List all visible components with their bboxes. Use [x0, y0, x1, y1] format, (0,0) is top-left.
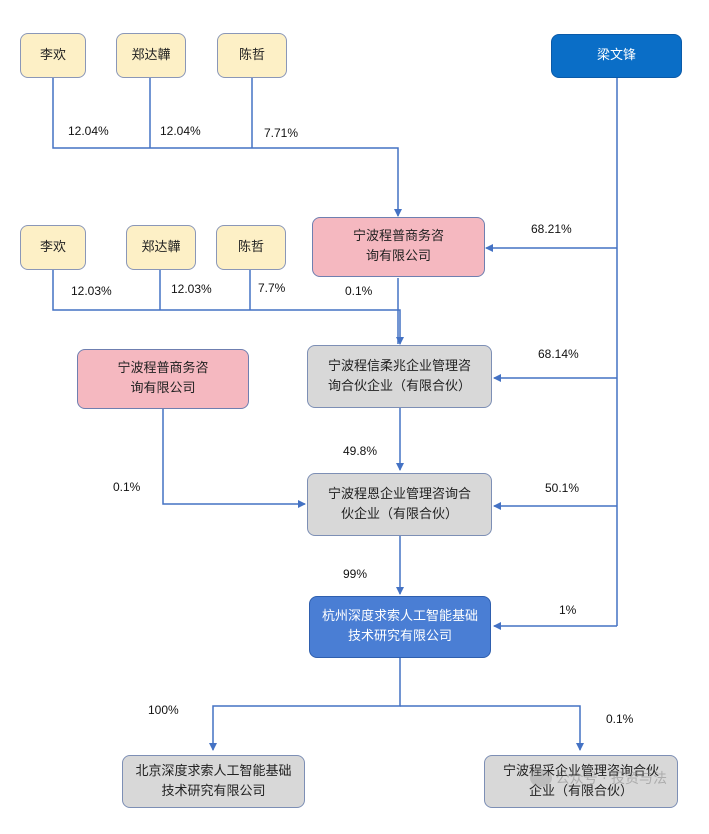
node-liang-wenfeng: 梁文锋 — [551, 34, 682, 78]
node-mid-zheng-da-han: 郑达韡 — [126, 225, 196, 270]
wechat-icon — [529, 769, 552, 787]
node-mid-chen-zhe: 陈哲 — [216, 225, 286, 270]
node-beijing: 北京深度求索人工智能基础技术研究有限公司 — [122, 755, 305, 808]
pct-liang-chengen: 50.1% — [545, 481, 580, 495]
line-hangzhou-split — [209, 658, 401, 751]
pct-top-chen: 7.71% — [264, 126, 299, 140]
node-top-li-huan: 李欢 — [20, 33, 86, 78]
node-mid-li-huan: 李欢 — [20, 225, 86, 270]
watermark-text: 公众号 · 投资与法 — [555, 771, 667, 787]
pct-top-zheng: 12.04% — [160, 124, 201, 138]
pct-liang-hangzhou: 1% — [559, 603, 577, 617]
line-mid-li — [52, 268, 404, 345]
pct-chengpu-chengxin: 0.1% — [345, 284, 373, 298]
pct-chengxin-chengen: 49.8% — [343, 444, 378, 458]
node-top-zheng-da-han: 郑达韡 — [116, 33, 186, 78]
pct-top-li: 12.04% — [68, 124, 109, 138]
node-top-chen-zhe: 陈哲 — [217, 33, 287, 78]
line-chengpu-left-chengen — [162, 408, 306, 508]
pct-liang-chengpu: 68.21% — [531, 222, 572, 236]
pct-mid-li: 12.03% — [71, 284, 112, 298]
pct-mid-chen: 7.7% — [258, 281, 286, 295]
pct-hangzhou-beijing: 100% — [148, 703, 179, 717]
pct-mid-zheng: 12.03% — [171, 282, 212, 296]
pct-chengen-hangzhou: 99% — [343, 567, 368, 581]
node-chengxin: 宁波程信柔兆企业管理咨询合伙企业（有限合伙） — [307, 345, 492, 408]
line-hangzhou-chengcai — [400, 705, 584, 751]
pct-chengpu-chengen: 0.1% — [113, 480, 141, 494]
node-chengpu-left: 宁波程普商务咨询有限公司 — [77, 349, 249, 409]
node-chengpu-top: 宁波程普商务咨询有限公司 — [312, 217, 485, 277]
node-chengcai: 宁波程采企业管理咨询合伙企业（有限合伙） — [484, 755, 678, 808]
pct-liang-chengxin: 68.14% — [538, 347, 579, 361]
node-chengen: 宁波程恩企业管理咨询合伙企业（有限合伙） — [307, 473, 492, 536]
node-hangzhou: 杭州深度求索人工智能基础技术研究有限公司 — [309, 596, 491, 658]
line-top-li — [52, 78, 402, 217]
pct-chengcai: 0.1% — [606, 712, 634, 726]
watermark: 公众号 · 投资与法 — [529, 768, 667, 788]
